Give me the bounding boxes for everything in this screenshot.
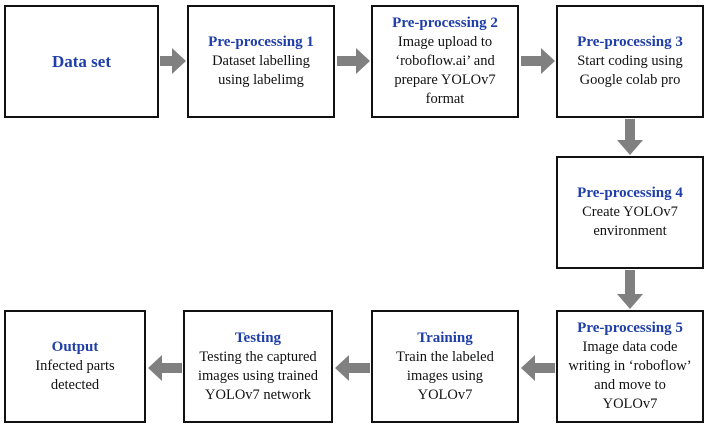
testing-box: Testing Testing the captured images usin… (183, 310, 333, 423)
dataset-box: Data set (4, 5, 159, 118)
training-box: Training Train the labeled images using … (371, 310, 519, 423)
training-title: Training (417, 329, 473, 346)
arrow-pre4-to-pre5 (617, 270, 643, 309)
pre-processing-3-box: Pre-processing 3 Start coding using Goog… (556, 5, 704, 118)
arrow-testing-to-output (148, 355, 182, 381)
pre-processing-5-desc: Image data code writing in ‘roboflow’ an… (568, 339, 692, 412)
arrow-pre5-to-training (521, 355, 555, 381)
pre-processing-4-title: Pre-processing 4 (577, 185, 683, 201)
output-box: Output Infected parts detected (4, 310, 146, 423)
dataset-title: Data set (51, 52, 111, 71)
pre-processing-2-title: Pre-processing 2 (392, 15, 498, 31)
training-desc: Train the labeled images using YOLOv7 (396, 348, 494, 403)
output-title: Output (51, 339, 99, 355)
arrow-pre1-to-pre2 (337, 48, 370, 74)
output-desc: Infected parts detected (35, 358, 115, 393)
pre-processing-5-title: Pre-processing 5 (577, 320, 683, 336)
testing-title: Testing (234, 329, 282, 346)
pre-processing-1-title: Pre-processing 1 (208, 34, 314, 50)
pre-processing-3-title: Pre-processing 3 (577, 34, 683, 50)
pre-processing-4-box: Pre-processing 4 Create YOLOv7 environme… (556, 156, 704, 269)
pre-processing-2-box: Pre-processing 2 Image upload to ‘robofl… (371, 5, 519, 118)
arrow-pre2-to-pre3 (521, 48, 555, 74)
arrow-training-to-testing (335, 355, 370, 381)
testing-desc: Testing the captured images using traine… (197, 348, 318, 403)
arrow-pre3-to-pre4 (617, 119, 643, 155)
pre-processing-5-box: Pre-processing 5 Image data code writing… (556, 310, 704, 423)
pre-processing-4-desc: Create YOLOv7 environment (582, 204, 678, 239)
arrow-dataset-to-pre1 (160, 48, 186, 74)
pre-processing-2-desc: Image upload to ‘roboflow.ai’ and prepar… (394, 34, 496, 107)
pre-processing-1-desc: Dataset labelling using labelimg (212, 53, 310, 88)
pre-processing-3-desc: Start coding using Google colab pro (577, 53, 683, 88)
pre-processing-1-box: Pre-processing 1 Dataset labelling using… (187, 5, 335, 118)
